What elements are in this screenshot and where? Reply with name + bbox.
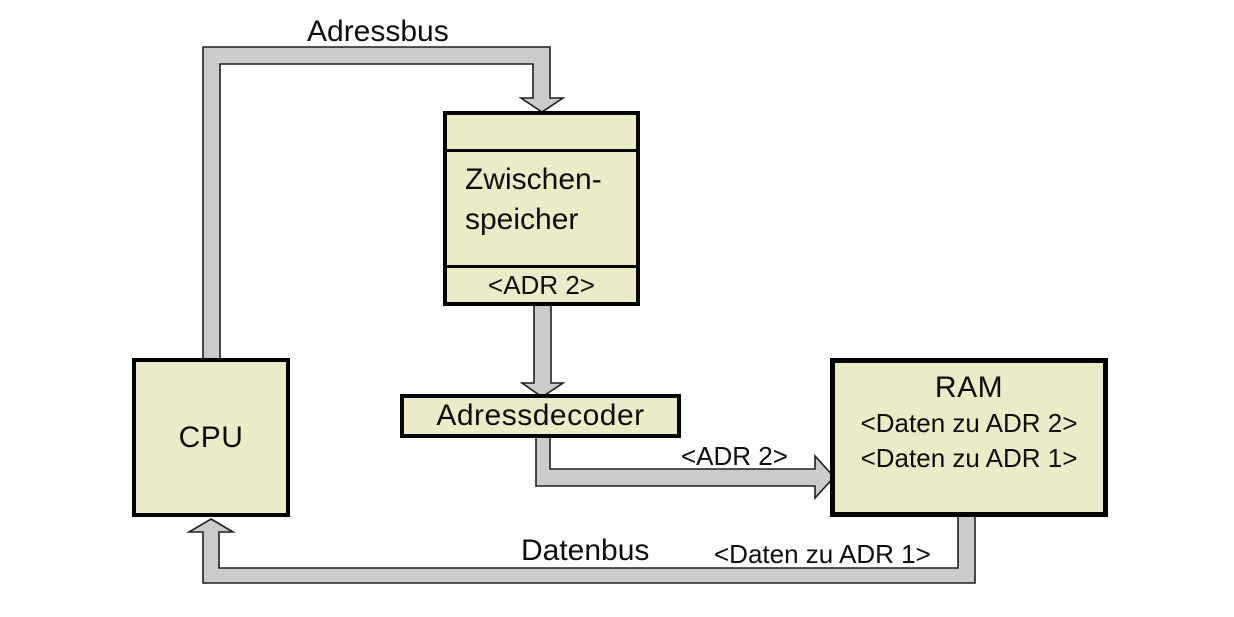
- zwischenspeicher-box: Zwischen- speicher <ADR 2>: [443, 111, 640, 306]
- ram-label: RAM: [934, 371, 1004, 404]
- zwischenspeicher-label-line1: Zwischen-: [465, 163, 602, 196]
- ram-entry-adr2: <Daten zu ADR 2>: [860, 408, 1078, 438]
- cpu-label: CPU: [178, 420, 244, 454]
- zwischenspeicher-empty-slot: [447, 115, 636, 152]
- adr2-bus-label: <ADR 2>: [681, 441, 788, 471]
- zwischenspeicher-label: Zwischen- speicher: [447, 152, 636, 268]
- ram-entry-adr1: <Daten zu ADR 1>: [860, 443, 1078, 473]
- adressbus-label: Adressbus: [307, 15, 449, 48]
- datenbus-label: Datenbus: [521, 534, 650, 567]
- adressdecoder-label: Adressdecoder: [436, 399, 645, 432]
- adressbus-arrow: [202, 46, 566, 362]
- ram-box: RAM <Daten zu ADR 2> <Daten zu ADR 1>: [830, 358, 1108, 517]
- decoder-to-ram-arrow: [535, 435, 836, 501]
- buffer-to-decoder-arrow: [519, 299, 566, 398]
- zwischenspeicher-address-slot-label: <ADR 2>: [488, 269, 595, 300]
- daten-zu-adr1-bus-label: <Daten zu ADR 1>: [714, 539, 931, 569]
- cpu-box: CPU: [132, 358, 290, 517]
- zwischenspeicher-address-slot: <ADR 2>: [447, 268, 636, 302]
- zwischenspeicher-label-line2: speicher: [465, 203, 579, 236]
- adressdecoder-box: Adressdecoder: [400, 394, 681, 438]
